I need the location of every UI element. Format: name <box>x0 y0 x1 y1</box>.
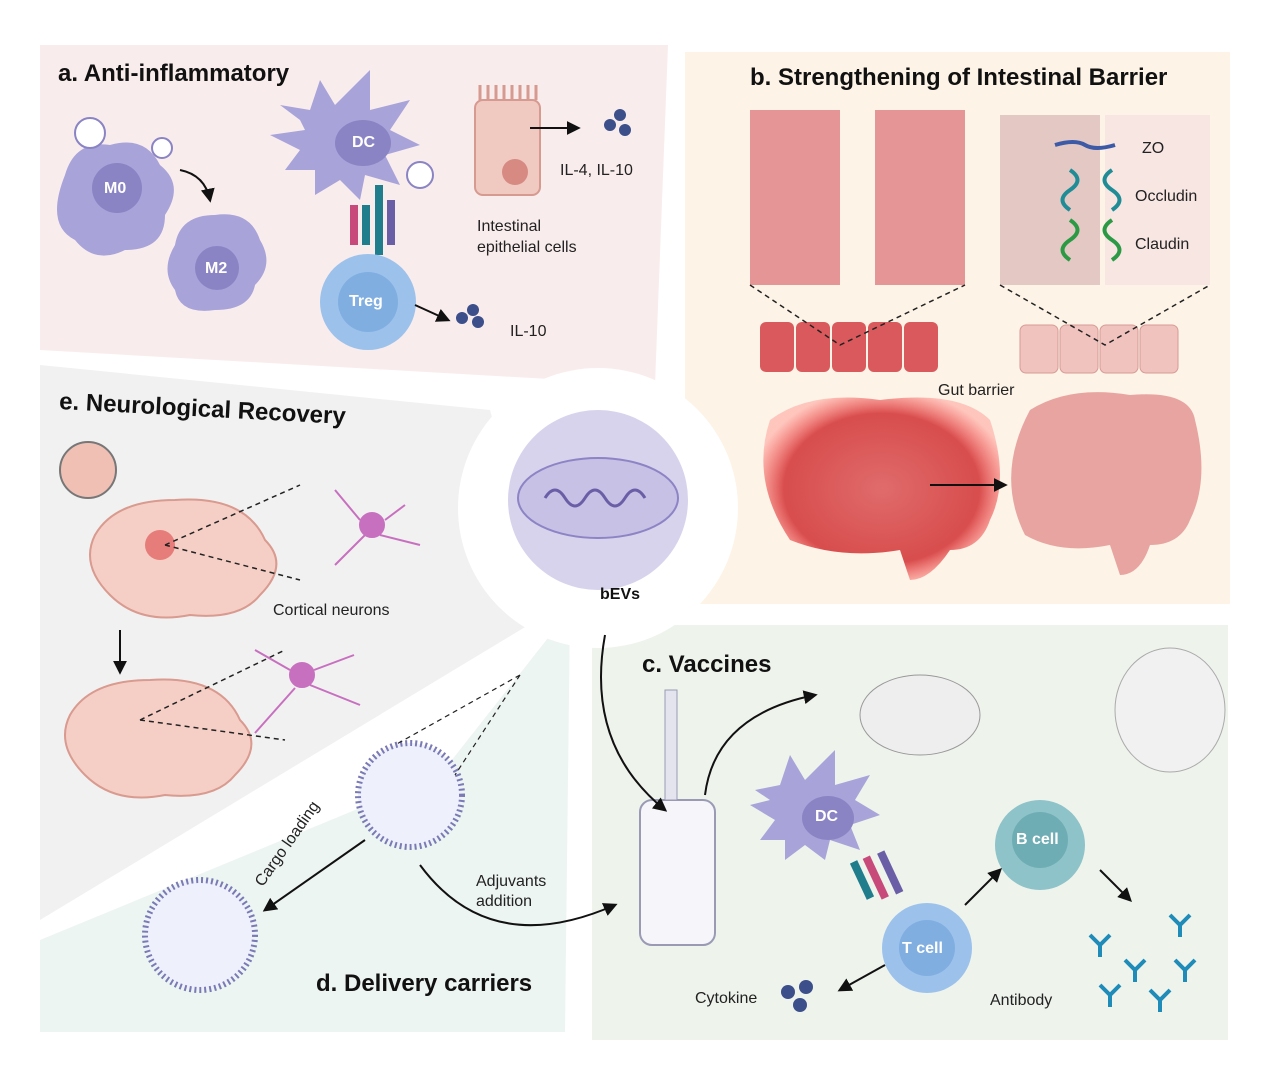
inflamed-gut <box>763 397 1000 580</box>
m0-vesicle-2 <box>151 137 173 159</box>
damaged-neuron <box>334 489 421 566</box>
epithelial-label: Intestinal epithelial cells <box>477 218 577 256</box>
adjuvant-arrow <box>419 864 618 927</box>
healthy-gut <box>1011 392 1202 575</box>
panel-b-title: b. Strengthening of Intestinal Barrier <box>750 64 1168 91</box>
dc-tcell-receptors <box>849 850 904 900</box>
damaged-epithelium <box>760 322 938 372</box>
cargo-arrow <box>262 839 366 912</box>
b-to-antibody-arrow <box>1099 869 1132 902</box>
il10-dots-a <box>456 304 484 328</box>
m0-vesicle <box>74 117 106 149</box>
cytokine-label: Cytokine <box>695 990 758 1007</box>
t-to-b-arrow <box>964 868 1002 906</box>
healthy-epithelium <box>1019 324 1179 374</box>
blood-vessel-zoom <box>59 441 117 499</box>
il4-il10-dots <box>604 109 631 136</box>
t-cell-label: T cell <box>902 940 943 957</box>
barrier-wall-left-1 <box>750 110 840 285</box>
epithelial-microvilli <box>478 85 538 100</box>
panel-c-bg <box>592 625 1228 1040</box>
panel-a-title: a. Anti-inflammatory <box>58 60 290 87</box>
adjuvants-label: Adjuvants addition <box>476 873 547 910</box>
b-cell-nucleus <box>1012 812 1068 868</box>
zoom-lines-b <box>749 284 1211 346</box>
claudin-label: Claudin <box>1135 236 1190 253</box>
t-cell-nucleus <box>899 920 955 976</box>
panel-d-title: d. Delivery carriers <box>316 970 533 997</box>
brain-bottom <box>64 678 253 799</box>
il4-il10-label: IL-4, IL-10 <box>560 162 633 179</box>
antibody-label: Antibody <box>990 992 1053 1009</box>
b-cell-label: B cell <box>1016 831 1059 848</box>
gut-barrier-label: Gut barrier <box>938 382 1015 399</box>
treg-label: Treg <box>349 293 383 310</box>
il10-label: IL-10 <box>510 323 547 340</box>
vaccine-bottle <box>639 799 716 946</box>
mouse <box>859 674 981 756</box>
tight-junction-proteins <box>1054 140 1122 262</box>
antibodies <box>1088 913 1197 1012</box>
human-head <box>1114 647 1226 773</box>
loaded-bev <box>142 877 258 993</box>
occludin-label: Occludin <box>1135 188 1198 205</box>
zoom-lines-e <box>139 484 301 741</box>
dc-treg-receptors <box>350 185 395 255</box>
zo-label: ZO <box>1142 140 1165 157</box>
barrier-wall-right-1 <box>1000 115 1100 285</box>
treg-arrow <box>414 304 451 322</box>
bev-carrier <box>355 740 465 850</box>
m0-to-m2-arrow <box>179 169 215 203</box>
bevs-label: bEVs <box>600 586 641 603</box>
panel-c-title: c. Vaccines <box>642 651 772 678</box>
bev-to-bottle-arrow <box>600 634 668 812</box>
brain-top <box>89 498 278 619</box>
bacterium-body <box>517 457 679 539</box>
t-to-cytokine-arrow <box>837 964 886 992</box>
m2-nucleus <box>195 246 239 290</box>
epithelial-nucleus <box>502 159 528 185</box>
dc-vesicle <box>406 161 434 189</box>
m0-nucleus <box>92 163 142 213</box>
cytokine-dots <box>781 980 813 1012</box>
dc-nucleus <box>335 120 391 166</box>
barrier-wall-left-2 <box>875 110 965 285</box>
healthy-neuron <box>254 649 361 734</box>
dc-c-label: DC <box>815 808 839 825</box>
zoom-lines-d <box>394 674 521 776</box>
treg-nucleus <box>338 272 398 332</box>
dc-c-nucleus <box>802 796 854 840</box>
barrier-wall-right-2 <box>1105 115 1210 285</box>
dc-label: DC <box>352 134 376 151</box>
lesion <box>145 530 175 560</box>
m0-label: M0 <box>104 180 127 197</box>
m2-label: M2 <box>205 260 228 277</box>
bacterium-dna <box>543 488 647 508</box>
bottle-to-mouse-arrow <box>704 690 818 796</box>
cortical-neurons-label: Cortical neurons <box>273 602 390 619</box>
syringe <box>664 689 678 801</box>
